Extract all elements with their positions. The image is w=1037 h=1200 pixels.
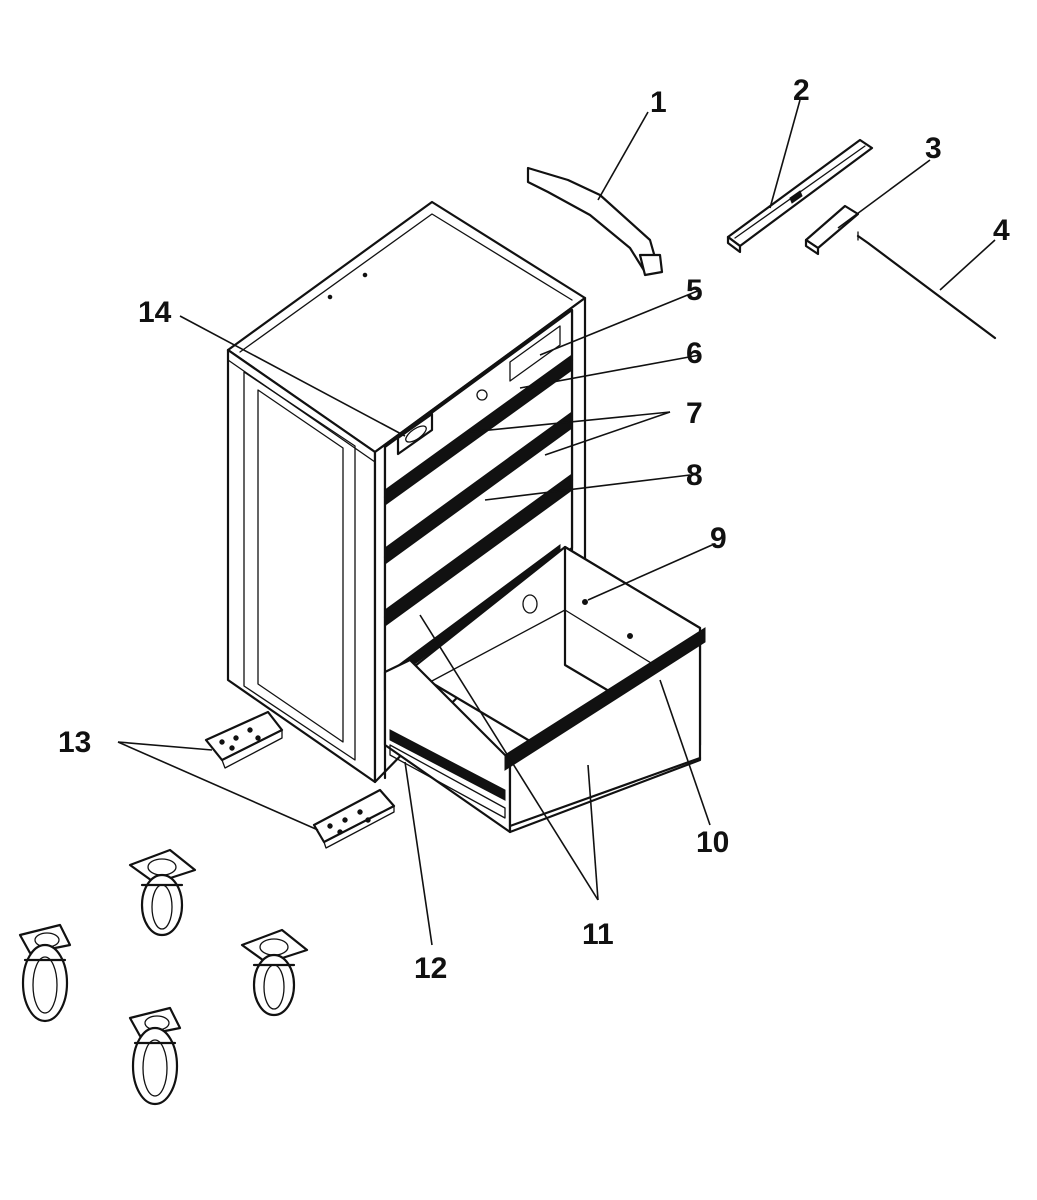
leader-lines — [117, 99, 996, 946]
callout-7: 7 — [686, 397, 703, 430]
callout-8: 8 — [686, 459, 703, 492]
callout-13: 13 — [58, 726, 91, 759]
callout-6: 6 — [686, 337, 703, 370]
callout-12: 12 — [414, 952, 447, 985]
lock-icon — [476, 389, 488, 401]
open-drawer — [383, 545, 706, 834]
caster-wheel — [128, 1006, 182, 1106]
callout-9: 9 — [710, 522, 727, 555]
caster-wheel — [128, 848, 197, 937]
callout-5: 5 — [686, 274, 703, 307]
caster-wheels — [18, 848, 309, 1106]
callout-4: 4 — [993, 214, 1010, 247]
caster-wheel — [18, 923, 72, 1023]
callout-labels: 1 2 3 4 5 6 7 8 9 10 11 12 13 14 — [58, 74, 1010, 985]
part-3-clip — [804, 204, 860, 256]
callout-11: 11 — [582, 918, 614, 951]
callout-10: 10 — [696, 826, 729, 859]
part-13-brackets — [204, 710, 396, 849]
caster-wheel — [240, 928, 309, 1017]
part-1-bracket — [526, 166, 664, 277]
part-4-rod — [856, 231, 997, 340]
callout-2: 2 — [793, 74, 810, 107]
callout-1: 1 — [650, 86, 667, 119]
part-2-drawer-slide — [726, 138, 874, 254]
nameplate — [396, 412, 434, 456]
callout-14: 14 — [138, 296, 172, 329]
callout-3: 3 — [925, 132, 942, 165]
middle-drawers — [383, 354, 574, 692]
